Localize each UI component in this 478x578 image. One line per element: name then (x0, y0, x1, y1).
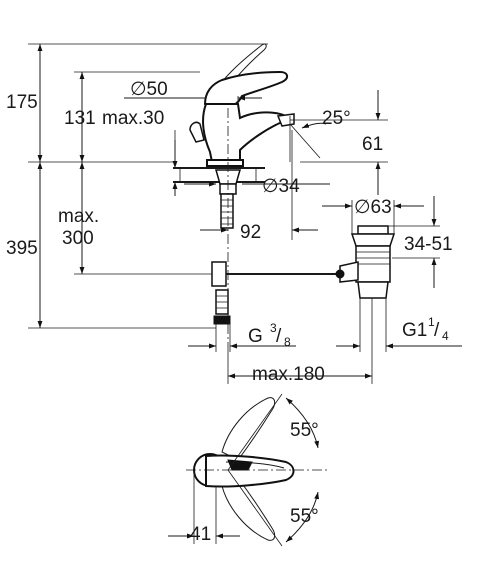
dim-175: 175 (6, 43, 268, 163)
flex-hose-lower (213, 289, 231, 325)
faucet-side-view (173, 43, 340, 325)
dim-395-label: 395 (6, 238, 38, 259)
dim-angle25: 25° (289, 108, 351, 162)
dim-g38-main: G (248, 326, 263, 347)
dim-max30-label: max.30 (102, 108, 164, 129)
dim-angle55-top-label: 55° (290, 420, 319, 441)
top-view-lever (205, 454, 295, 488)
dim-angle55-bottom-label: 55° (290, 506, 319, 527)
dim-angle55-top: 55° (227, 393, 320, 471)
dim-61: 61 (290, 90, 388, 195)
dim-g38-den: 8 (284, 335, 291, 349)
dim-dia50-label: ∅50 (130, 79, 168, 100)
dim-131-label: 131 (64, 108, 96, 129)
dim-max30: max.30 (102, 108, 178, 196)
dim-max180-label: max.180 (252, 364, 325, 385)
dim-angle25-label: 25° (322, 108, 351, 129)
base-plate (206, 159, 244, 167)
faucet-body (202, 103, 288, 163)
dim-g114-slash: / (434, 320, 440, 341)
dim-131: 131 (64, 71, 200, 162)
popup-knob (189, 121, 205, 143)
dim-g38: G 3 / 8 (188, 321, 296, 352)
dim-g114-main: G1 (402, 320, 427, 341)
dim-g38-num: 3 (270, 321, 277, 335)
dim-92-label: 92 (240, 222, 261, 243)
dim-max180: max.180 (227, 298, 373, 385)
dim-max300: max. 300 (58, 162, 212, 275)
dim-angle55-bottom: 55° (227, 469, 320, 547)
popup-rod-clip (211, 261, 227, 287)
dim-395: 395 (6, 162, 216, 329)
dim-g114-den: 4 (442, 329, 449, 343)
dim-g38-slash: / (276, 326, 282, 347)
dim-dia34: ∅34 (184, 176, 330, 197)
dim-34-51-label: 34-51 (404, 234, 453, 255)
dim-175-label: 175 (6, 92, 38, 113)
dim-dia63-label: ∅63 (354, 197, 392, 218)
dim-max300-label-2: 300 (62, 228, 94, 249)
drain-valve (335, 225, 396, 299)
flex-hose-upper (220, 193, 234, 229)
dim-61-label: 61 (362, 134, 383, 155)
dim-41-label: 41 (190, 524, 211, 545)
dim-g114-num: 1 (428, 315, 435, 329)
dim-dia50: ∅50 (124, 79, 262, 104)
dim-41: 41 (168, 470, 240, 545)
dim-max300-label-1: max. (58, 206, 99, 227)
dim-dia34-label: ∅34 (262, 176, 300, 197)
dim-dia63: ∅63 (322, 197, 424, 234)
dim-92: 92 (200, 130, 318, 243)
dim-34-51: 34-51 (388, 196, 453, 288)
dim-g114: G1 1 / 4 (336, 298, 462, 352)
lever-handle (203, 70, 288, 110)
